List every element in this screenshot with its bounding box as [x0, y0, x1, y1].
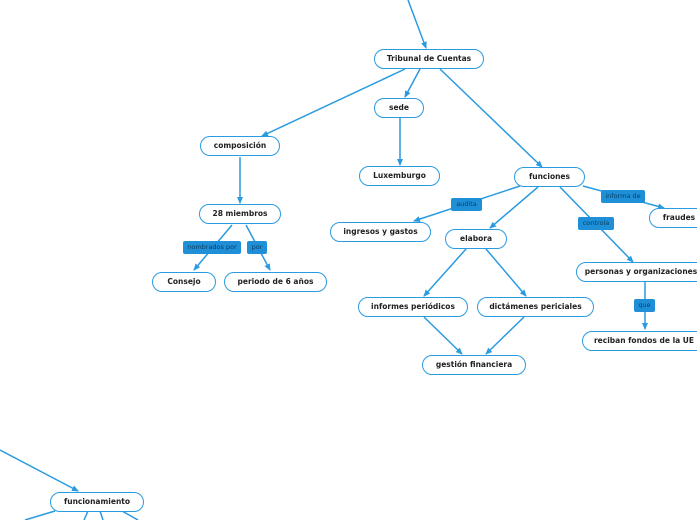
node-sede[interactable]: sede: [374, 98, 424, 118]
edge-funcionamiento-child-4: [121, 510, 139, 520]
node-periodo-de-6-anos[interactable]: periodo de 6 años: [224, 272, 327, 292]
edge-elabora-informes: [423, 248, 467, 297]
edge-informes-gestion: [423, 316, 463, 355]
edge-dictamenes-gestion: [485, 316, 525, 355]
node-luxemburgo[interactable]: Luxemburgo: [359, 166, 440, 186]
node-fraudes[interactable]: fraudes: [649, 208, 697, 228]
node-tribunal-de-cuentas[interactable]: Tribunal de Cuentas: [374, 49, 484, 69]
edge-tribunal-sede: [404, 68, 421, 98]
node-ingresos-y-gastos[interactable]: ingresos y gastos: [330, 222, 431, 242]
link-label-audita[interactable]: audita: [451, 198, 482, 211]
link-label-informa-de[interactable]: informa de: [601, 190, 645, 203]
node-funciones[interactable]: funciones: [514, 167, 585, 187]
node-composicion[interactable]: composición: [200, 136, 280, 156]
node-consejo[interactable]: Consejo: [152, 272, 216, 292]
node-elabora[interactable]: elabora: [445, 229, 507, 249]
edge-elabora-dictamenes: [485, 248, 527, 297]
node-personas-y-organizaciones[interactable]: personas y organizaciones: [576, 262, 697, 282]
node-dictamenes-periciales[interactable]: dictámenes periciales: [477, 297, 594, 317]
link-label-nombrados-por[interactable]: nombrados por: [183, 241, 241, 254]
node-funcionamiento[interactable]: funcionamiento: [50, 492, 144, 512]
node-informes-periodicos[interactable]: informes periódicos: [358, 297, 468, 317]
node-gestion-financiera[interactable]: gestión financiera: [422, 355, 526, 375]
edge-top-to-tribunal: [407, 0, 427, 49]
node-28-miembros[interactable]: 28 miembros: [199, 204, 281, 224]
link-label-controla[interactable]: controla: [578, 217, 614, 230]
edge-tribunal-funciones: [439, 68, 543, 168]
edge-funciones-elabora: [489, 186, 539, 229]
edge-left-to-funcionamiento: [0, 449, 79, 492]
edge-tribunal-composicion: [261, 68, 406, 137]
node-reciban-fondos-de-la-ue[interactable]: reciban fondos de la UE: [582, 331, 697, 351]
link-label-por[interactable]: por: [247, 241, 267, 254]
edge-funcionamiento-child-3: [99, 510, 104, 520]
edge-funcionamiento-child-2: [83, 510, 89, 520]
link-label-que[interactable]: que: [634, 299, 655, 312]
edge-funcionamiento-child-1: [24, 510, 56, 520]
